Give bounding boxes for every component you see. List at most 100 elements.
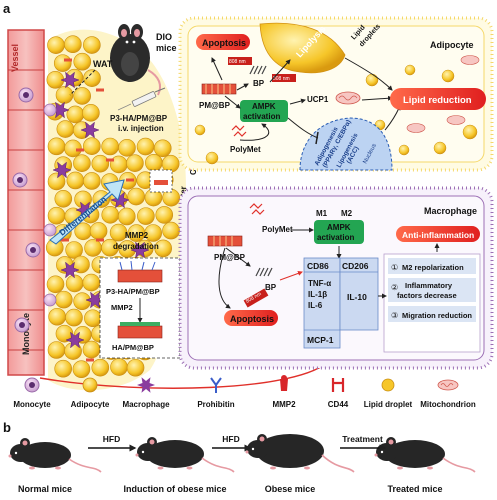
adipocyte-cell — [91, 154, 110, 173]
adipocyte-cell — [55, 324, 74, 343]
probe-mmp2-label: MMP2 — [111, 303, 133, 312]
anti-inflammation-pill — [396, 226, 480, 242]
nanoparticle-probe-bottom — [117, 322, 163, 339]
adipocyte-cell — [145, 153, 163, 172]
m1-marker-tnf: TNF-α — [308, 279, 331, 288]
adipocyte-cell — [137, 207, 155, 225]
nanoparticle — [64, 58, 72, 62]
macrophage-cell — [65, 331, 85, 349]
small-lipid-droplet — [404, 64, 416, 76]
adipocyte-bp-label: BP — [253, 79, 265, 88]
adipocyte-cell — [53, 54, 72, 72]
macrophage-cell — [85, 291, 105, 309]
mitochondrion-icon — [460, 55, 480, 65]
effect-2-num: ② — [391, 283, 398, 292]
effect-list — [383, 253, 481, 353]
il10-label: IL-10 — [347, 292, 367, 302]
adipocyte-cell — [72, 360, 91, 379]
prohibitin-icon — [210, 377, 222, 393]
bp-nanosheet-adipocyte — [249, 65, 267, 75]
adipocyte-cell — [89, 222, 108, 240]
arrow-pm-to-ampk — [224, 95, 241, 109]
cd86-label: CD86 — [307, 261, 329, 271]
midstream-probe — [149, 169, 173, 193]
tissue-monocyte — [43, 223, 57, 237]
injection-label-1: P3-HA/PM@BP — [110, 114, 168, 123]
mouse-illustration — [135, 437, 235, 473]
cd206-label: CD206 — [342, 261, 369, 271]
pm-bp-particle-adipocyte — [201, 83, 237, 95]
effect-3-text: Migration reduction — [402, 311, 472, 320]
adipocyte-cell — [66, 105, 85, 124]
adipocyte-pm-bp-label: PM@BP — [199, 101, 231, 110]
lipid-reduction-label: Lipid reduction — [403, 95, 472, 106]
macrophage-cell — [80, 121, 100, 139]
adipocyte-cell — [82, 273, 101, 292]
arrow-bp-to-markers — [279, 271, 303, 281]
m1-marker-il1b: IL-1β — [308, 290, 327, 299]
adipocyte-cell — [83, 137, 101, 155]
nir-label-adipocyte-1: 808 nm — [229, 59, 246, 65]
tissue-monocyte — [43, 103, 57, 117]
mitochondrion-icon — [437, 379, 459, 391]
effect-2-text-1: Inflammatory — [405, 281, 453, 290]
adipocyte-cell — [126, 358, 145, 377]
probe-top-label: P3-HA/PM@BP — [106, 287, 160, 296]
adipocyte-cell — [54, 359, 72, 378]
timeline-arrow-label: Treatment — [342, 434, 383, 444]
adipocyte-cell — [66, 171, 85, 190]
nanoparticle-probe-top — [117, 260, 163, 283]
inhibit-adipogenesis-line — [287, 117, 319, 139]
nir-laser-adipocyte-2 — [272, 74, 296, 82]
macrophage-icon — [137, 377, 155, 393]
adipocyte-cell — [64, 35, 82, 54]
adipocyte-cell — [109, 223, 128, 242]
adipocyte-cell — [101, 137, 119, 156]
adipocyte-cell — [101, 238, 119, 257]
stage-label: Induction of obese mice — [123, 484, 226, 494]
adipocyte-cell — [136, 137, 155, 156]
ampk-to-ucp1-arrow — [289, 98, 306, 105]
adipocyte-cell — [84, 239, 102, 257]
cd44-icon — [331, 378, 345, 392]
arrow-to-bp — [236, 83, 249, 91]
macrophage-ampk-label-2: activation — [317, 233, 354, 242]
adipocyte-cell — [47, 206, 66, 225]
adipocyte-cell — [83, 36, 101, 54]
wat-zoom-line — [69, 69, 96, 96]
adipocyte-polymet-label: PolyMet — [230, 145, 261, 154]
mouse-illustration — [374, 437, 476, 473]
nucleus — [299, 117, 393, 171]
small-lipid-droplet — [441, 69, 455, 83]
adipocyte-cell — [73, 87, 91, 105]
injection-label-2: i.v. injection — [118, 124, 164, 133]
effect-1-num: ① — [391, 263, 398, 272]
m2-label: M2 — [341, 209, 353, 218]
adipocyte-cell — [56, 120, 75, 138]
timeline-arrow-label: HFD — [103, 434, 120, 444]
mitochondrion-icon — [335, 91, 361, 105]
adipocyte-cell — [83, 172, 101, 190]
mmp2-degradation-label-1: MMP2 — [125, 231, 149, 240]
macrophage-cell — [60, 261, 80, 279]
dio-label: DIO — [156, 32, 172, 42]
adipocyte-ampk-box — [240, 100, 288, 122]
macrophage-ampk-label-1: AMPK — [327, 223, 351, 232]
effect-1-text: M2 repolarization — [402, 263, 464, 272]
nanoparticle — [76, 148, 84, 152]
adipocyte-cell — [73, 292, 91, 311]
nanoparticle — [96, 238, 104, 242]
macrophage-ampk-box — [314, 220, 364, 244]
small-lipid-droplet — [205, 151, 219, 165]
timeline-arrow-label: HFD — [222, 434, 239, 444]
macrophage-cell — [52, 161, 72, 179]
adipocyte-apoptosis-label: Apoptosis — [202, 38, 246, 48]
adipocyte-cell — [144, 224, 162, 242]
polymet-macrophage-icon — [249, 203, 265, 215]
legend-label: Lipid droplet — [364, 400, 413, 409]
adipocyte-title: Adipocyte — [430, 40, 474, 50]
small-lipid-droplet — [365, 73, 379, 87]
lipid-droplet-icon — [381, 378, 395, 392]
